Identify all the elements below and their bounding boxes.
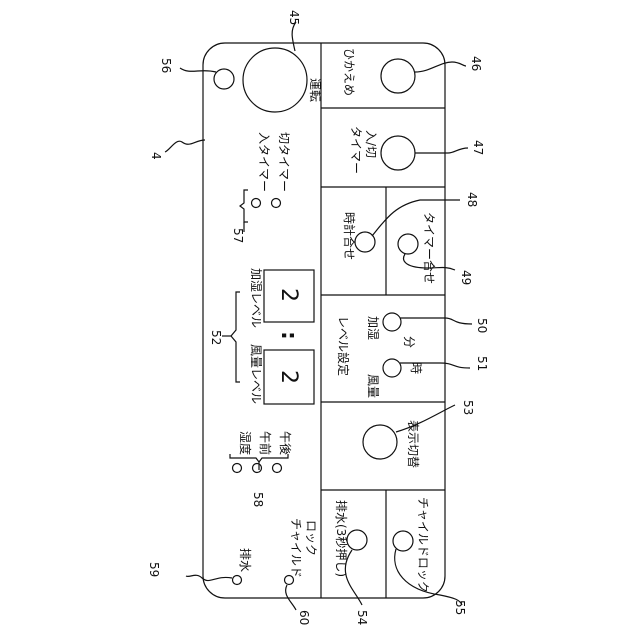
ref-child-lock-button: 55 — [453, 600, 467, 615]
timer-onoff-button[interactable] — [381, 136, 415, 170]
timer-onoff-label-2: 入/切 — [364, 130, 378, 158]
drain-button-label: 排水(3秒押し) — [334, 500, 348, 577]
ref-body: 4 — [149, 152, 163, 160]
display-switch-button[interactable] — [363, 425, 397, 459]
minute-button[interactable] — [383, 313, 401, 331]
leader-power-button — [292, 22, 296, 51]
airflow-level-value: 2 — [276, 370, 301, 384]
display-switch-label: 表示切替 — [406, 420, 420, 468]
leader-display-switch — [396, 405, 455, 432]
ref-display-switch: 53 — [461, 400, 475, 415]
clock-set-label: 時計合せ — [342, 212, 357, 260]
power-label: 運転 — [308, 78, 322, 102]
ref-timer-set: 49 — [459, 270, 473, 285]
child-lock-button[interactable] — [393, 531, 413, 551]
leader-clock-set — [372, 200, 460, 236]
pm-lamp-label: 午後 — [278, 431, 292, 455]
timer-off-lamp — [272, 199, 281, 208]
timer-lamps-bracket — [240, 190, 248, 222]
power-lamp — [214, 69, 234, 89]
am-lamp-label: 午前 — [258, 431, 273, 455]
ref-drain-lamp: 59 — [147, 562, 161, 577]
leader-power-lamp — [180, 68, 216, 72]
ref-minute: 50 — [475, 318, 489, 333]
humid-level-value: 2 — [276, 288, 301, 302]
ref-power-lamp: 56 — [159, 58, 173, 73]
drain-lamp-label: 排水 — [238, 548, 252, 572]
timer-onoff-label-1: タイマー — [349, 126, 363, 174]
airflow-level-label: 風量レベル — [249, 344, 263, 404]
child-lock-button-label: チャイルドロック — [416, 497, 430, 593]
ref-timer-lamps: 57 — [231, 228, 245, 243]
display-separator: : — [276, 331, 301, 340]
timer-on-lamp — [252, 199, 261, 208]
leader-timer-onoff — [415, 148, 468, 153]
timer-set-label: タイマー合せ — [422, 212, 437, 284]
level-setting-label: レベル設定 — [336, 316, 351, 376]
display-lamps-bracket — [230, 454, 288, 462]
ref-drain-button: 54 — [355, 610, 369, 625]
hour-label: 時 — [409, 362, 423, 374]
ref-timer-onoff: 47 — [471, 140, 485, 155]
drain-lamp — [233, 576, 242, 585]
ref-child-lock-lamp: 60 — [297, 610, 311, 625]
ref-clock-set: 48 — [465, 192, 479, 207]
timer-on-lamp-label: 入タイマー — [257, 132, 271, 192]
child-lock-lamp-label-1: チャイルド — [289, 518, 303, 578]
ref-display-lamps: 58 — [251, 492, 265, 507]
humid-label: 加湿 — [366, 316, 381, 340]
leader-dimmer-button — [415, 62, 466, 72]
airflow-label: 風量 — [366, 374, 380, 398]
ref-dimmer-button: 46 — [469, 56, 483, 71]
child-lock-lamp-label-2: ロック — [304, 520, 318, 556]
panel-body-outline — [203, 43, 445, 598]
ref-level-display: 52 — [209, 330, 223, 345]
clock-set-button[interactable] — [355, 232, 375, 252]
timer-set-button[interactable] — [398, 234, 418, 254]
leader-drain-lamp — [186, 575, 232, 580]
am-lamp — [253, 464, 262, 473]
ref-hour: 51 — [475, 356, 489, 371]
leader-body — [165, 140, 205, 152]
humidity-lamp — [233, 464, 242, 473]
drain-button[interactable] — [347, 530, 367, 550]
humid-level-label: 加湿レベル — [249, 268, 264, 328]
timer-off-lamp-label: 切タイマー — [277, 132, 291, 192]
hour-button[interactable] — [383, 359, 401, 377]
pm-lamp — [273, 464, 282, 473]
ref-power-button: 45 — [287, 10, 301, 25]
level-display-bracket — [231, 292, 240, 382]
dimmer-button[interactable] — [381, 59, 415, 93]
leader-minute — [400, 318, 472, 324]
minute-label: 分 — [402, 336, 416, 348]
dimmer-label: ひかえめ — [342, 48, 356, 96]
power-button[interactable] — [243, 48, 307, 112]
humidity-lamp-label: 湿度 — [238, 431, 253, 455]
